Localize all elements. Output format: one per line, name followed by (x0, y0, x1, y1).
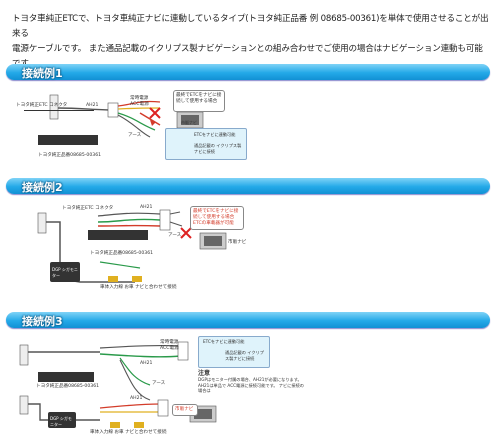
wire-red-3 (99, 403, 161, 409)
ex3-note-body: DGPはモニター付属の場合、AH21が必要になります。 AH21は単品で ACC… (198, 377, 304, 393)
wire-yellow-1 (117, 107, 161, 110)
cross-mark-2 (180, 227, 192, 239)
navi-screen-1 (181, 115, 199, 125)
etc-connector-3b (19, 395, 29, 415)
wire-green-2b (99, 261, 141, 269)
intro-line-1: トヨタ車純正ETCで、トヨタ車純正ナビに連動しているタイプ(トヨタ純正品番 例 … (12, 14, 489, 39)
etc-harness-3a (38, 372, 94, 382)
ah21-connector-3a (177, 341, 189, 361)
ex2-etc-connector-label: トヨタ純正ETC コネクタ (62, 206, 114, 211)
ah21-out-2 (169, 211, 183, 227)
ex3-navi-pill: 市販ナビ (172, 404, 198, 416)
example2-diagram (37, 209, 227, 283)
fuse-2a (108, 276, 118, 282)
ah21-connector-2 (159, 209, 171, 231)
wire-black-3 (99, 345, 181, 349)
ah21-connector-3b (157, 399, 169, 417)
navi-screen-2 (204, 236, 222, 246)
wire-green-2 (97, 218, 161, 223)
ex2-callout: 最終でETCをナビに接続して使用する場合 ETCの車載器が可能 (190, 206, 244, 230)
ex1-part-number: トヨタ純正品番08685-00361 (38, 153, 102, 158)
ex1-callout-bottom-1: ETCをナビに連動可能 (194, 132, 236, 137)
wire-black-2 (97, 212, 161, 217)
fuse-3a (110, 422, 120, 428)
ex3-power1: 常時電源 (160, 340, 179, 345)
gp-box-2 (50, 262, 80, 282)
etc-harness-2 (88, 230, 148, 240)
section-title-3: 接続例3 (22, 315, 63, 328)
ex2-part-number: トヨタ純正品番08685-00361 (90, 251, 154, 256)
ex3-ah21-a: AH21 (140, 361, 153, 366)
ex3-gp-box-label: DGP シガモニター (50, 416, 72, 427)
arrow-head-1 (150, 120, 156, 126)
arrow-1 (139, 112, 161, 126)
fuse-2b (132, 276, 142, 282)
etc-harness-1 (38, 135, 98, 145)
ex1-etc-connector-label: トヨタ純正ETC コネクタ (16, 103, 68, 108)
ex1-earth: アース (128, 133, 142, 138)
ex3-callout-1: ETCをナビに連動可能 (203, 339, 245, 344)
ex3-navi-label: 市販ナビ (175, 407, 194, 412)
example1-diagram (24, 94, 204, 145)
ex1-callout-top-text: 最終でETCをナビに接続して使用する場合 (176, 93, 222, 104)
ex1-power1: 常時電源 (130, 96, 149, 101)
ex2-harness-label: 車体入力線 お車 ナビと合わせて接続 (100, 285, 177, 290)
wire-black-1 (117, 114, 151, 138)
ex2-ah21-label: AH21 (140, 205, 153, 210)
wire-black-3b (119, 359, 151, 401)
ex1-callout-bottom-2: 通品記載の イクリプス製ナビに接続 (194, 143, 242, 154)
ex1-ah21-label: AH21 (86, 103, 99, 108)
wire-red-1 (117, 100, 161, 107)
etc-connector-3a (19, 344, 29, 366)
ex1-navi-label: 市販ナビ (181, 120, 197, 125)
fuse-3b (134, 422, 144, 428)
ah21-connector-1 (107, 102, 119, 118)
ex3-earth: アース (152, 381, 166, 386)
ex3-harness-label: 車体入力線 お車 ナビと合わせて接続 (90, 430, 167, 435)
ex3-note-title: 注意 (198, 370, 211, 377)
section-bar-3: 接続例3 (6, 312, 490, 328)
ex3-note: 注意 DGPはモニター付属の場合、AH21が必要になります。 AH21は単品で … (198, 368, 308, 394)
etc-connector-2 (37, 212, 47, 234)
wire-green-3b (119, 357, 151, 386)
ex2-gp-box-label: DGP シガモニター (52, 267, 78, 278)
navi-screen-3 (194, 409, 212, 419)
section-bar-1: 接続例1 (6, 64, 490, 80)
ex3-callout-2: 通品記載の イクリプス製ナビに接続 (225, 350, 264, 361)
ex1-power2: ACC電源 (130, 102, 149, 107)
ex1-callout-bottom: ETCをナビに連動可能 通品記載の イクリプス製ナビに接続 (165, 128, 247, 160)
ex2-earth: アース (168, 233, 182, 238)
section-title-1: 接続例1 (22, 67, 63, 80)
section-bar-2: 接続例2 (6, 178, 490, 194)
wire-green-3 (99, 353, 181, 358)
etc-connector-1 (49, 94, 59, 120)
ex1-callout-top: 最終でETCをナビに接続して使用する場合 (173, 90, 225, 112)
wire-green-1 (117, 112, 156, 131)
ex2-callout-text: 最終でETCをナビに接続して使用する場合 ETCの車載器が可能 (193, 209, 239, 226)
ex2-navi-label: 市販ナビ (228, 240, 247, 245)
ex3-part-number: トヨタ純正品番08685-00361 (36, 384, 100, 389)
cross-mark-1 (149, 107, 161, 119)
section-title-2: 接続例2 (22, 181, 63, 194)
ex3-power2: ACC電源 (160, 346, 179, 351)
ex3-ah21-b: AH21 (130, 396, 143, 401)
gp-box-3 (48, 412, 76, 428)
harness-line-1 (24, 110, 94, 111)
ex3-callout: ETCをナビに連動可能 通品記載の イクリプス製ナビに接続 (198, 336, 270, 368)
